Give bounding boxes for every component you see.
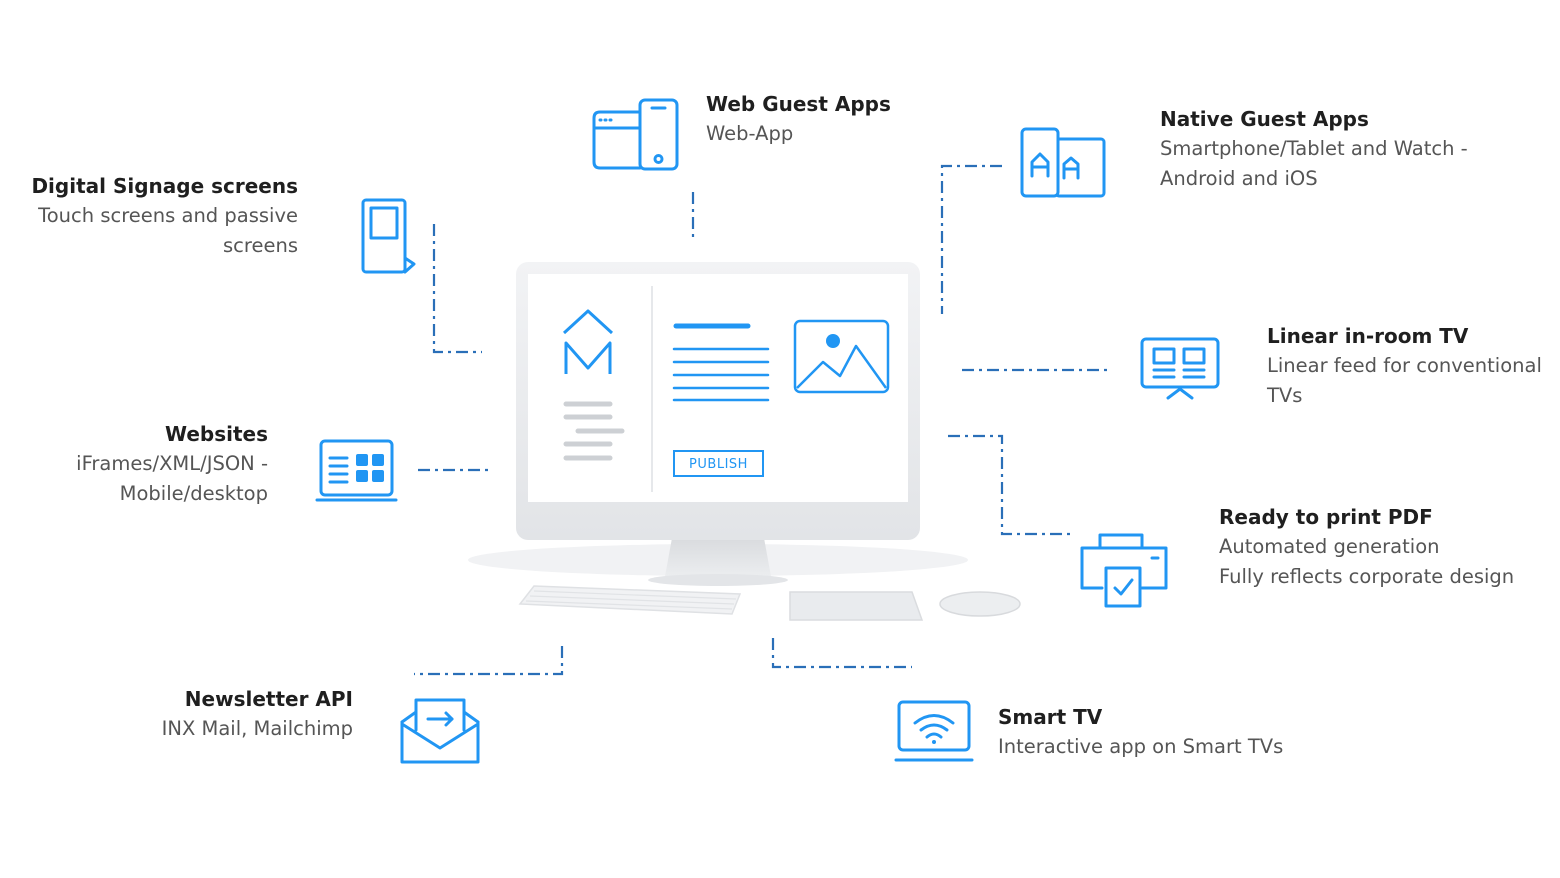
content-text-lines [672, 323, 770, 402]
linear-tv-desc-1: Linear feed for conventional [1267, 354, 1542, 377]
digital-signage-title: Digital Signage screens [31, 174, 298, 198]
native-guest-apps-label: Native Guest Apps Smartphone/Tablet and … [1160, 104, 1468, 194]
newsletter-label: Newsletter API INX Mail, Mailchimp [162, 684, 353, 744]
publish-button-label: PUBLISH [689, 457, 748, 472]
websites-title: Websites [164, 422, 268, 446]
web-guest-apps-desc: Web-App [706, 122, 794, 145]
digital-signage-label: Digital Signage screens Touch screens an… [31, 171, 298, 261]
monitor-stand [664, 538, 772, 582]
website-grid-icon [315, 439, 398, 502]
m-logo-icon [562, 309, 614, 374]
keyboard [518, 585, 742, 615]
newsletter-desc: INX Mail, Mailchimp [161, 717, 353, 740]
smart-tv-label: Smart TV Interactive app on Smart TVs [998, 702, 1283, 762]
connector-native-guest-apps [940, 164, 1002, 314]
digital-signage-desc-1: Touch screens and passive [38, 204, 298, 227]
smart-tv-desc: Interactive app on Smart TVs [998, 735, 1284, 758]
connector-digital-signage [432, 224, 482, 354]
wifi-tv-icon [894, 700, 974, 762]
print-pdf-desc-1: Automated generation [1219, 535, 1440, 558]
linear-tv-label: Linear in-room TV Linear feed for conven… [1267, 321, 1542, 411]
native-guest-apps-title: Native Guest Apps [1160, 107, 1369, 131]
web-guest-apps-label: Web Guest Apps Web-App [706, 89, 891, 149]
native-guest-apps-desc-1: Smartphone/Tablet and Watch - [1160, 137, 1468, 160]
print-pdf-label: Ready to print PDF Automated generation … [1219, 502, 1514, 592]
image-placeholder-icon [793, 319, 890, 394]
connector-newsletter [414, 646, 564, 676]
newsletter-title: Newsletter API [184, 687, 353, 711]
web-guest-apps-title: Web Guest Apps [706, 92, 891, 116]
presentation-board-icon [1140, 337, 1220, 400]
printer-icon [1080, 533, 1168, 608]
mouse [939, 591, 1021, 617]
linear-tv-title: Linear in-room TV [1267, 324, 1469, 348]
websites-desc-1: iFrames/XML/JSON - [76, 452, 268, 475]
sidebar-menu-lines [563, 401, 625, 461]
print-pdf-title: Ready to print PDF [1219, 505, 1433, 529]
computer-illustration: PUBLISH [468, 262, 1021, 621]
signage-screen-icon [361, 198, 416, 274]
websites-label: Websites iFrames/XML/JSON - Mobile/deskt… [76, 419, 268, 509]
connector-smart-tv [771, 638, 912, 669]
app-store-icon [1020, 127, 1106, 198]
trackpad [789, 591, 924, 621]
linear-tv-desc-2: TVs [1267, 384, 1303, 407]
browser-phone-icon [592, 98, 679, 171]
publish-button: PUBLISH [673, 450, 764, 477]
print-pdf-desc-2: Fully reflects corporate design [1219, 565, 1515, 588]
envelope-icon [400, 698, 480, 764]
connector-lines [414, 164, 1112, 676]
digital-signage-desc-2: screens [223, 234, 298, 257]
smart-tv-title: Smart TV [998, 705, 1103, 729]
native-guest-apps-desc-2: Android and iOS [1160, 167, 1318, 190]
websites-desc-2: Mobile/desktop [119, 482, 268, 505]
connector-print-pdf [948, 434, 1070, 536]
